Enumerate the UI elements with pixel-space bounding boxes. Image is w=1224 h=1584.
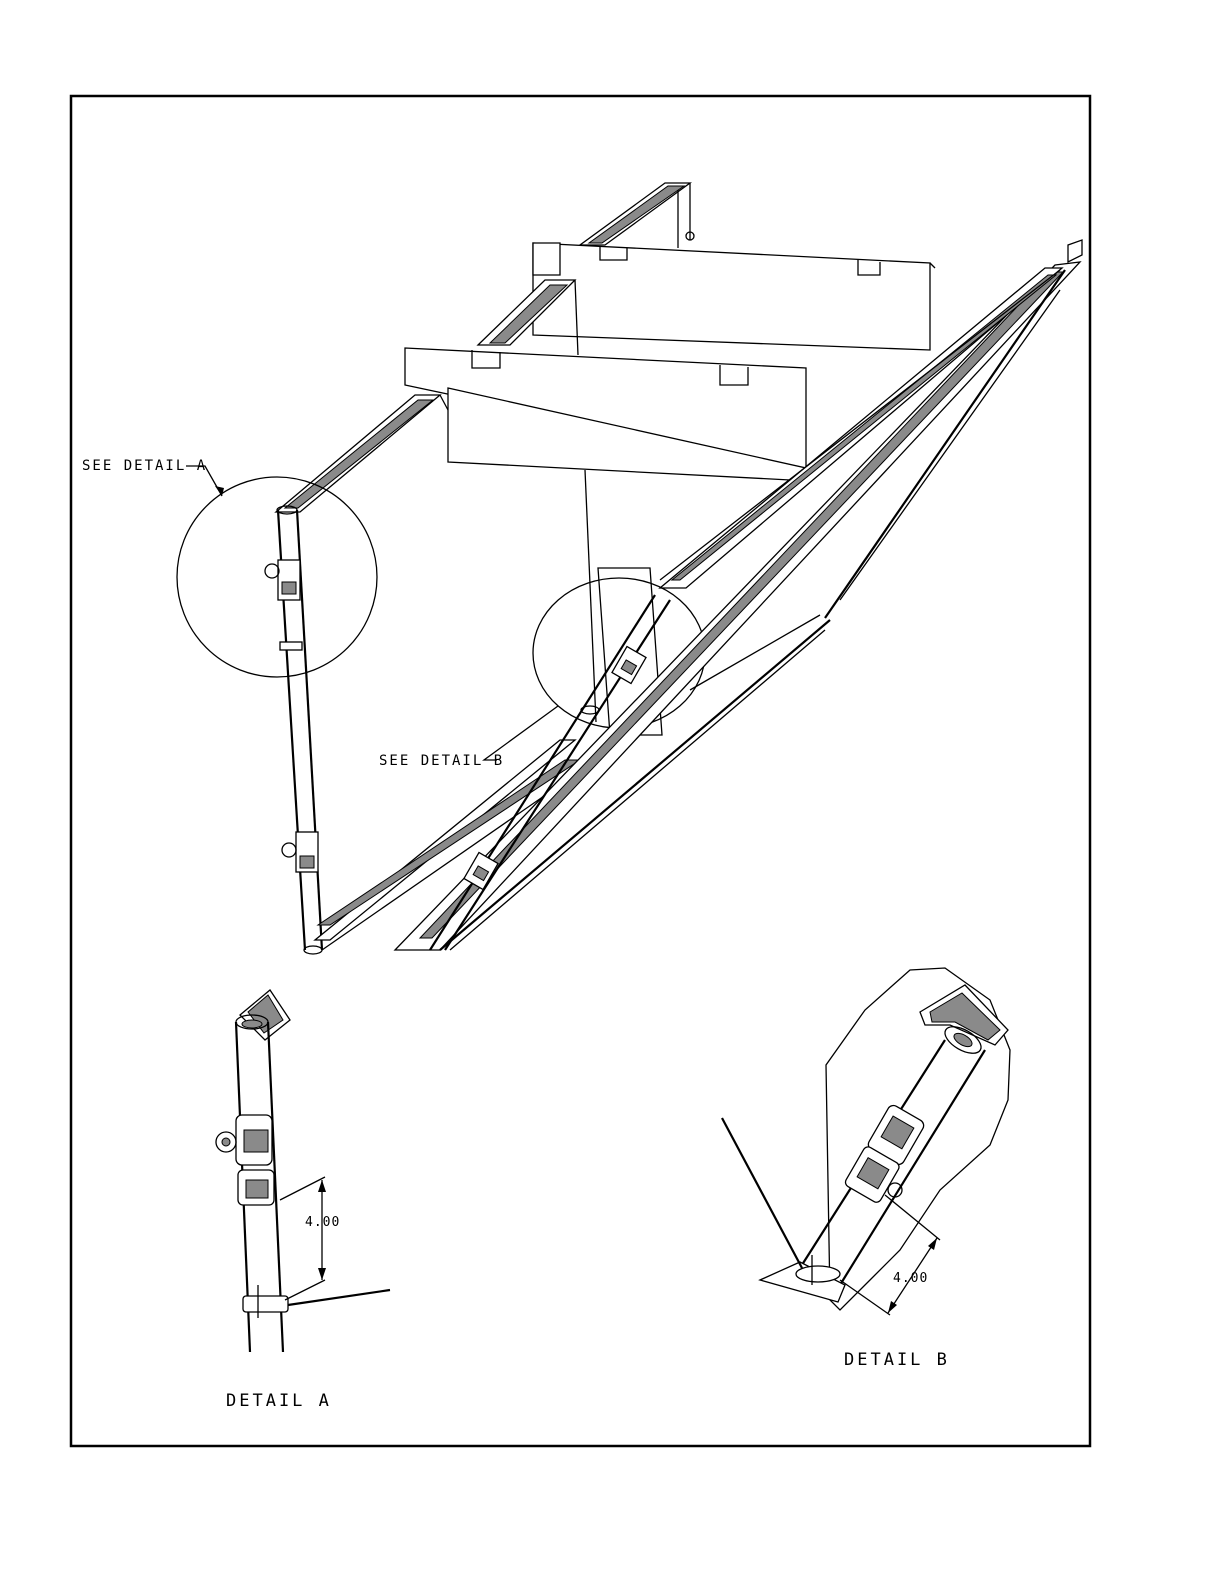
detail-b-title: DETAIL B [844,1350,950,1370]
left-upper-rail [276,395,448,512]
detail-a-callout-circle [177,477,377,677]
detail-b-view: 4.00 DETAIL B [722,968,1010,1370]
detail-a-view: 4.00 DETAIL A [216,990,390,1411]
detail-a-title: DETAIL A [226,1391,332,1411]
detail-a-dimension: 4.00 [305,1215,340,1230]
rear-panel [533,243,935,350]
see-detail-b-label: SEE DETAIL B [379,753,504,769]
left-vertical-post [265,506,322,954]
back-top-rail [580,183,694,248]
detail-b-dimension: 4.00 [893,1271,928,1286]
main-isometric-view: SEE DETAIL A SEE DETAIL B [82,183,1082,954]
front-panel [405,348,806,480]
see-detail-a-label: SEE DETAIL A [82,458,207,474]
